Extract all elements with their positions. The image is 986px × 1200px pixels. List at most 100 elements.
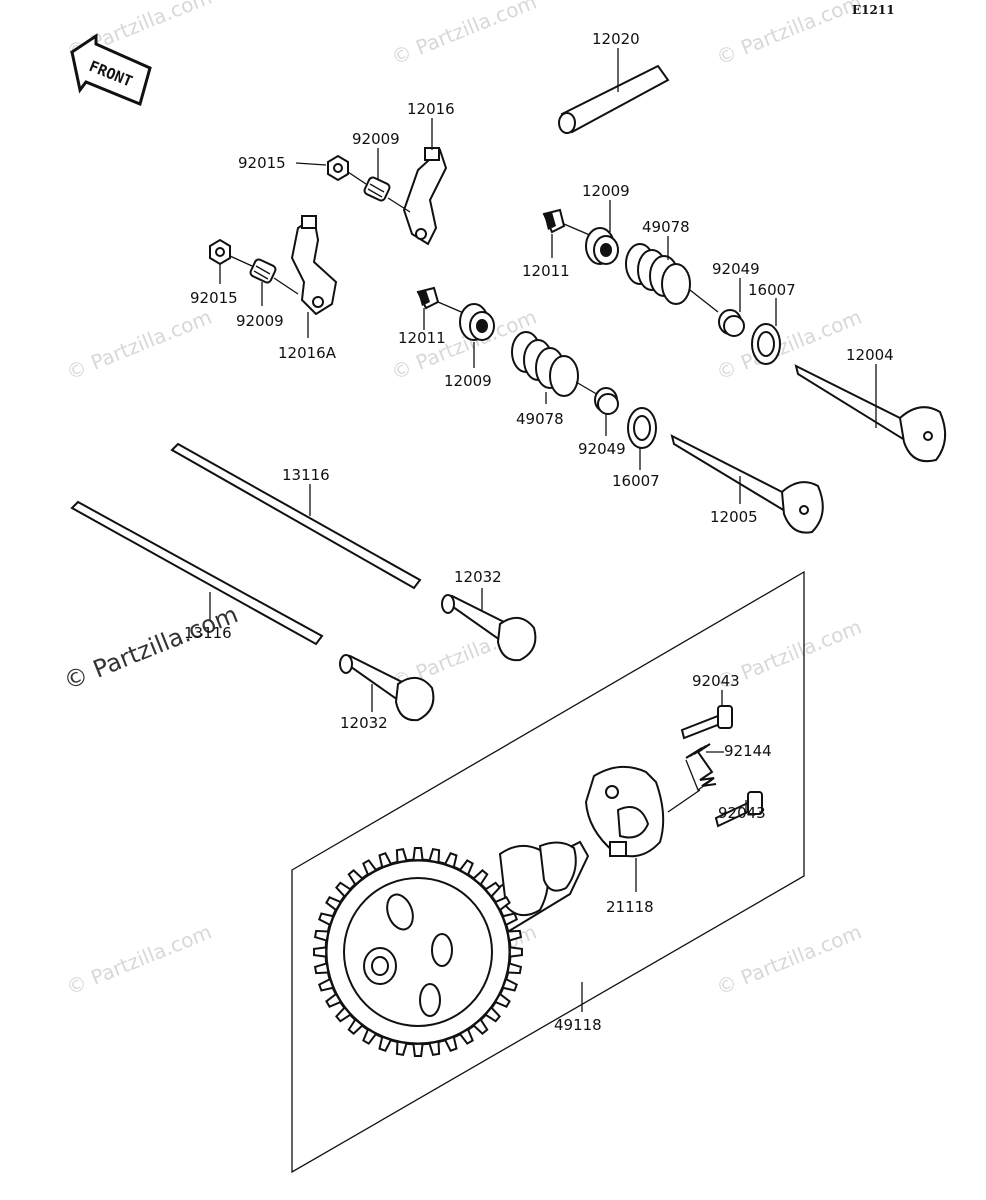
label-12005: 12005 <box>710 508 758 526</box>
seat-16007a <box>751 323 781 365</box>
gear-tooth <box>347 1017 364 1035</box>
collet-12011b <box>416 286 440 310</box>
label-16007a: 16007 <box>748 281 796 299</box>
label-12011a: 12011 <box>522 262 570 280</box>
valve-12004 <box>794 364 947 463</box>
rocker-shaft-12020 <box>558 64 670 134</box>
gear-tooth <box>493 992 511 1008</box>
gear-tooth <box>313 946 328 958</box>
gear-tooth <box>362 1027 378 1045</box>
watermark: © Partzilla.com <box>713 0 865 70</box>
rocker-arm-12016A <box>290 215 338 316</box>
label-92015a: 92015 <box>238 154 286 172</box>
label-12020: 12020 <box>592 30 640 48</box>
adjust-screw-92009b <box>249 258 277 284</box>
label-13116a: 13116 <box>282 466 330 484</box>
label-92009b: 92009 <box>236 312 284 330</box>
label-12004: 12004 <box>846 346 894 364</box>
gear-tooth <box>443 1035 458 1052</box>
gear-tooth <box>483 1006 501 1023</box>
label-16007b: 16007 <box>612 472 660 490</box>
gear-tooth <box>318 912 335 927</box>
front-arrow-icon: FRONT <box>70 33 152 107</box>
label-92009a: 92009 <box>352 130 400 148</box>
spring-92144 <box>685 743 717 792</box>
gear-tooth <box>325 992 343 1008</box>
plate-21118 <box>584 765 665 858</box>
collet-12011a <box>542 208 566 234</box>
gear-tooth <box>458 859 474 877</box>
label-12032a: 12032 <box>454 568 502 586</box>
retainer-12009a <box>585 227 619 265</box>
watermark: © Partzilla.com <box>388 0 540 70</box>
gear-tooth <box>335 881 353 898</box>
gear-tooth <box>347 869 364 887</box>
watermark: © Partzilla.com <box>63 920 215 1000</box>
gear-tooth <box>378 1035 393 1052</box>
bolt-92043a <box>680 705 733 740</box>
gear-tooth <box>443 852 458 869</box>
gear-tooth <box>325 896 343 912</box>
gear-teeth <box>313 847 523 1057</box>
gear-tooth <box>501 912 518 927</box>
camshaft-49118 <box>324 840 590 1046</box>
gear-tooth <box>472 1017 489 1035</box>
seal-92049b <box>594 387 619 415</box>
gear-tooth <box>412 1042 424 1057</box>
valve-12005 <box>670 434 824 534</box>
tappet-12032a <box>441 594 537 662</box>
retainer-12009b <box>459 303 495 341</box>
gear-tooth <box>472 869 489 887</box>
valve-spring-49078b <box>511 331 579 397</box>
gear-tooth <box>458 1027 474 1045</box>
push-rod-13116a <box>170 442 422 590</box>
label-12032b: 12032 <box>340 714 388 732</box>
rocker-arm-12016 <box>402 147 448 246</box>
watermark: © Partzilla.com <box>713 920 865 1000</box>
nut-92015a <box>327 154 349 182</box>
page-code: E1211 <box>852 3 895 17</box>
label-49078b: 49078 <box>516 410 564 428</box>
label-13116b: 13116 <box>184 624 232 642</box>
label-92043a: 92043 <box>692 672 740 690</box>
label-12016: 12016 <box>407 100 455 118</box>
bolt-92043b <box>714 791 763 828</box>
gear-tooth <box>428 847 441 864</box>
watermark: © Partzilla.com <box>63 305 215 385</box>
valve-spring-49078a <box>625 243 691 305</box>
gear-tooth <box>395 1040 408 1057</box>
label-92144: 92144 <box>724 742 772 760</box>
watermark-main: © Partzilla.com <box>60 600 242 695</box>
gear-tooth <box>506 962 523 975</box>
gear-tooth <box>362 859 378 877</box>
gear-tooth <box>493 896 511 912</box>
gear-tooth <box>501 977 518 992</box>
label-12009b: 12009 <box>444 372 492 390</box>
gear-tooth <box>335 1006 353 1023</box>
label-49078a: 49078 <box>642 218 690 236</box>
gear-tooth <box>395 847 408 864</box>
label-12016A: 12016A <box>278 344 337 362</box>
label-92015b: 92015 <box>190 289 238 307</box>
camshaft-assembly-frame <box>291 570 805 1174</box>
gear-tooth <box>313 962 330 975</box>
adjust-screw-92009a <box>363 176 391 202</box>
gear-tooth <box>378 852 393 869</box>
gear-tooth <box>428 1040 441 1057</box>
nut-92015b <box>209 238 231 266</box>
tappet-12032b <box>339 654 435 722</box>
gear-tooth <box>313 929 330 942</box>
gear-tooth <box>506 929 523 942</box>
label-92043b: 92043 <box>718 804 766 822</box>
label-92049a: 92049 <box>712 260 760 278</box>
label-12011b: 12011 <box>398 329 446 347</box>
gear-tooth <box>483 881 501 898</box>
label-21118: 21118 <box>606 898 654 916</box>
label-49118: 49118 <box>554 1016 602 1034</box>
label-12009a: 12009 <box>582 182 630 200</box>
gear-tooth <box>318 977 335 992</box>
gear-tooth <box>412 847 424 862</box>
push-rod-13116b <box>70 500 324 646</box>
label-92049b: 92049 <box>578 440 626 458</box>
